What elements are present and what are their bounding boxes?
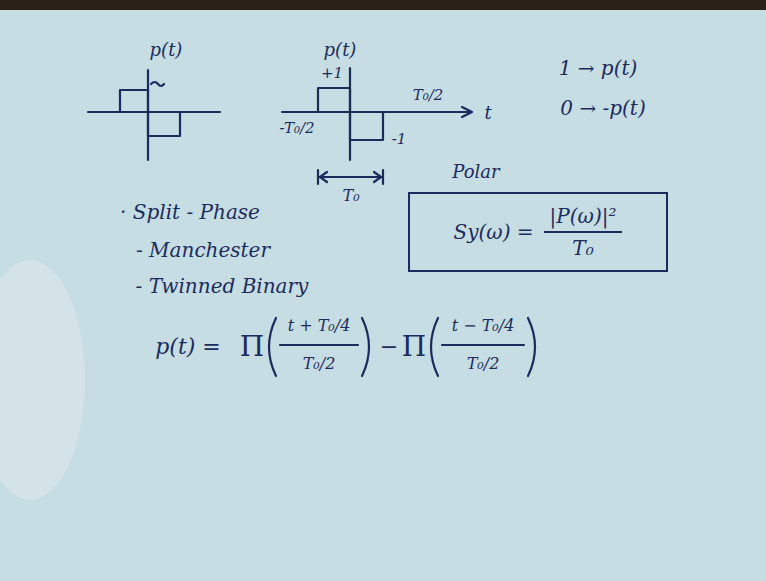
time-mark: -T₀/2	[279, 120, 314, 137]
width-arrow	[318, 170, 383, 184]
axis-arrowhead	[462, 107, 472, 117]
fraction-bar	[442, 344, 524, 346]
list-item: · Split - Phase	[120, 201, 260, 224]
time-axis	[282, 111, 470, 113]
rect-symbol: Π	[402, 331, 426, 363]
time-axis	[88, 111, 220, 113]
period-mark: T₀	[342, 187, 359, 205]
signal-name: p(t)	[324, 40, 357, 61]
pulse-shape	[318, 88, 383, 140]
list-item: - Manchester	[136, 239, 270, 262]
parenthesis	[269, 318, 276, 376]
formula-denominator: T₀	[572, 233, 593, 260]
rect-symbol: Π	[240, 331, 264, 363]
pen-mark	[151, 82, 164, 86]
amplitude-value: +1	[321, 65, 343, 82]
formula-denominator: T₀/2	[467, 355, 500, 373]
mapping-rule: 0 → -p(t)	[560, 97, 645, 120]
list-item: - Twinned Binary	[136, 275, 309, 298]
amplitude-value: -1	[392, 131, 407, 148]
pulse-shape	[120, 90, 180, 136]
formula-numerator: t − T₀/4	[452, 317, 515, 335]
mapping-rule: 1 → p(t)	[559, 57, 638, 80]
formula-part: Sy(ω) =	[454, 220, 534, 244]
scheme-name: Polar	[452, 162, 499, 183]
parenthesis	[362, 318, 369, 376]
parenthesis	[431, 318, 438, 376]
formula-denominator: T₀/2	[303, 355, 336, 373]
formula-numerator: |P(ω)|²	[544, 204, 623, 233]
formula-box: Sy(ω) = |P(ω)|²T₀	[408, 192, 668, 272]
width-arrowheads	[320, 172, 381, 182]
time-mark: T₀/2	[413, 87, 444, 104]
parenthesis	[528, 318, 535, 376]
formula-part: p(t) =	[155, 334, 221, 359]
top-strip	[0, 0, 766, 10]
axis-name: t	[484, 103, 491, 124]
hand-blur	[0, 260, 85, 500]
fraction: |P(ω)|²T₀	[544, 204, 623, 260]
minus-sign: −	[380, 334, 398, 359]
formula-row: Sy(ω) = |P(ω)|²T₀	[454, 204, 623, 260]
formula-numerator: t + T₀/4	[288, 317, 351, 335]
signal-name: p(t)	[150, 40, 183, 61]
fraction-bar	[280, 344, 358, 346]
